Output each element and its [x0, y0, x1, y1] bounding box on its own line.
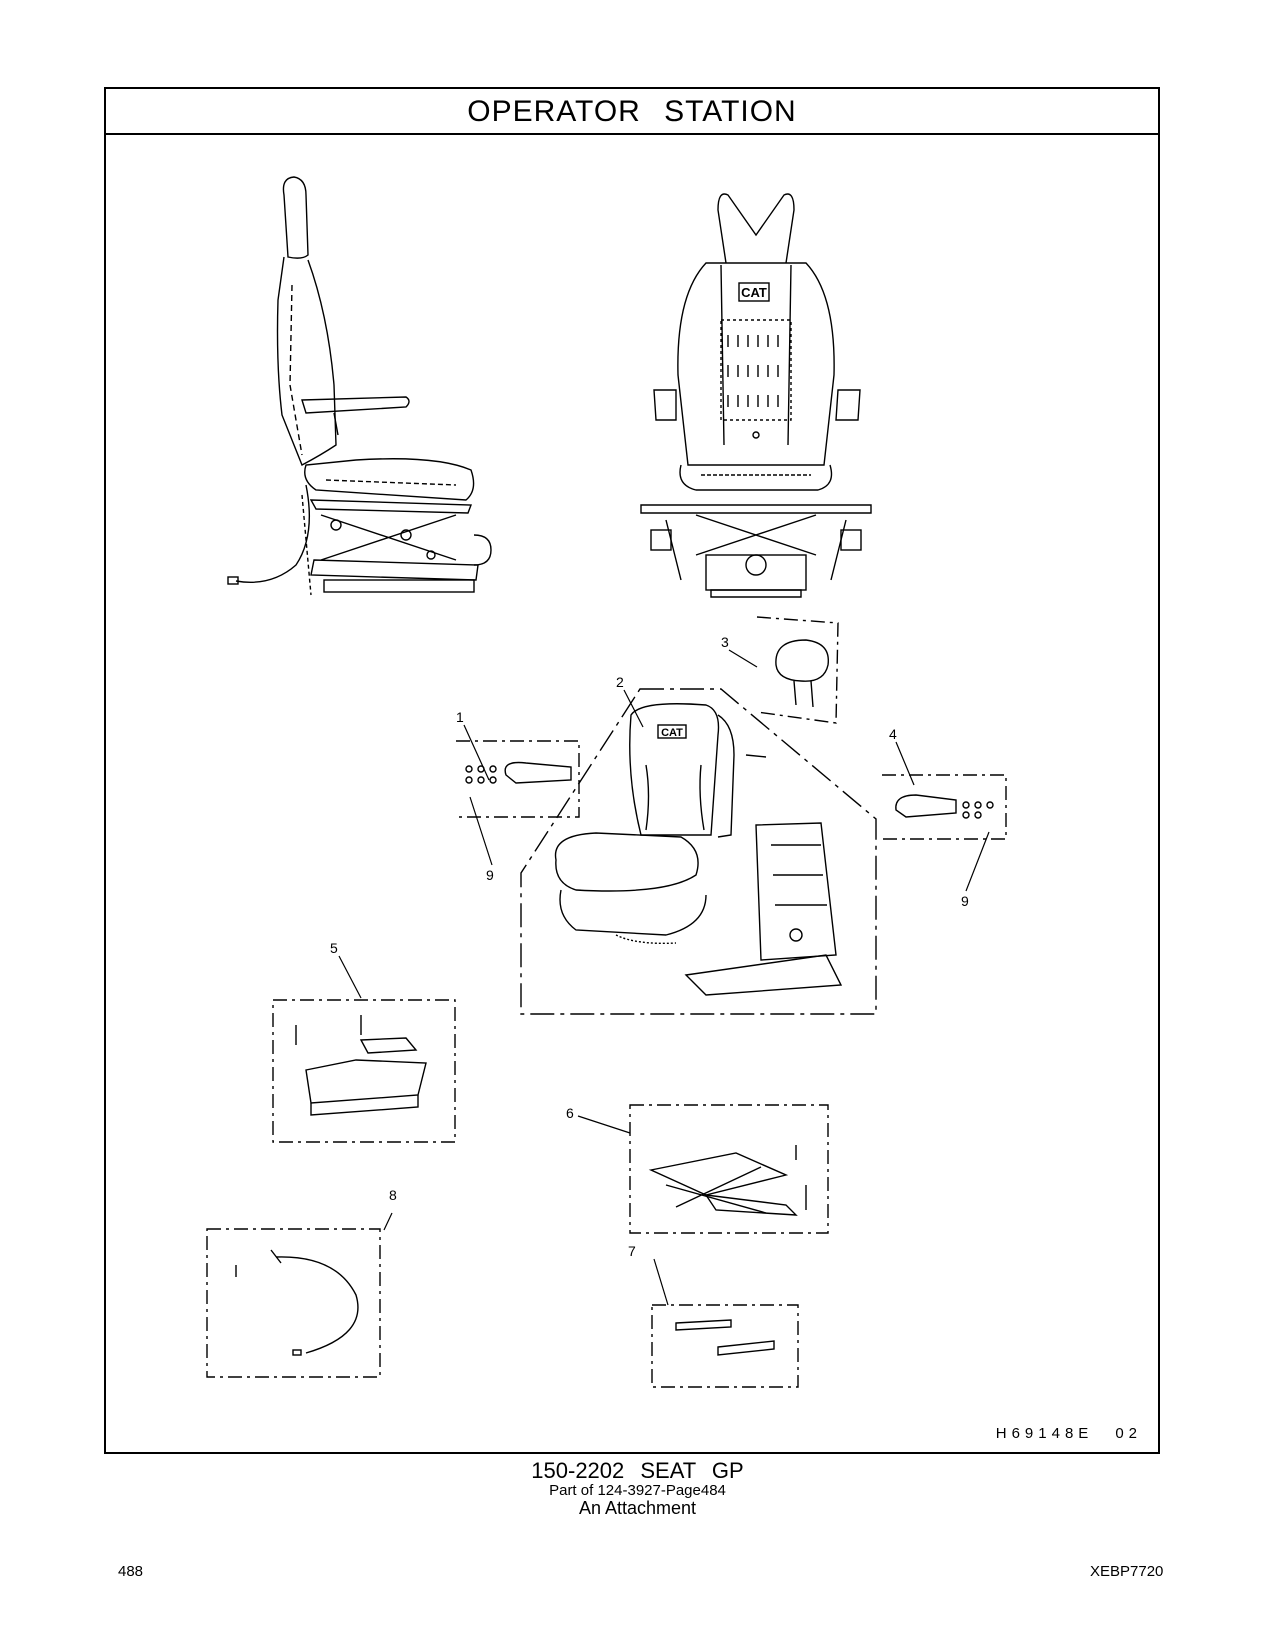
parts-illustration: CAT CAT — [206, 176, 1007, 1388]
item-3-headrest — [756, 616, 839, 724]
figure-revision: 02 — [1115, 1425, 1142, 1442]
item-7-slide-rails — [651, 1304, 799, 1388]
callout-4: 4 — [889, 726, 897, 742]
caption-main: 150-2202 SEAT GP — [531, 1458, 744, 1483]
caption-note: An Attachment — [578, 1498, 697, 1518]
item-1-armrest-left — [456, 740, 580, 818]
callout-3: 3 — [721, 634, 729, 650]
callout-5: 5 — [330, 940, 338, 956]
callout-6: 6 — [566, 1105, 574, 1121]
callout-9-right: 9 — [961, 893, 969, 909]
item-2-seat-assembly: CAT — [520, 688, 877, 1015]
item-5-seat-base — [272, 999, 456, 1143]
callout-7: 7 — [628, 1243, 636, 1259]
item-6-suspension — [629, 1104, 829, 1234]
item-8-wiring-harness — [206, 1228, 381, 1378]
caption-sub: Part of 124-3927-Page484 — [549, 1482, 726, 1499]
leader-lines — [338, 649, 990, 1306]
document-code: XEBP7720 — [1090, 1563, 1164, 1580]
callout-8: 8 — [389, 1187, 397, 1203]
figure-code-id: H69148E — [995, 1425, 1094, 1442]
callout-1: 1 — [456, 709, 464, 725]
illustration-frame: OPERATOR STATION — [104, 87, 1160, 1454]
item-4-armrest-right — [882, 774, 1007, 840]
cushion-emblem: CAT — [661, 727, 683, 739]
seat-front-view: CAT — [640, 193, 872, 598]
figure-code: H69148E 02 — [996, 1425, 1142, 1442]
page-title: OPERATOR STATION — [106, 89, 1158, 135]
caption-block: 150-2202 SEAT GP Part of 124-3927-Page48… — [0, 1458, 1275, 1518]
page-number: 488 — [118, 1563, 144, 1580]
seat-emblem: CAT — [741, 285, 767, 300]
seat-side-view — [227, 176, 492, 596]
callout-2: 2 — [616, 674, 624, 690]
callout-9-left: 9 — [486, 867, 494, 883]
